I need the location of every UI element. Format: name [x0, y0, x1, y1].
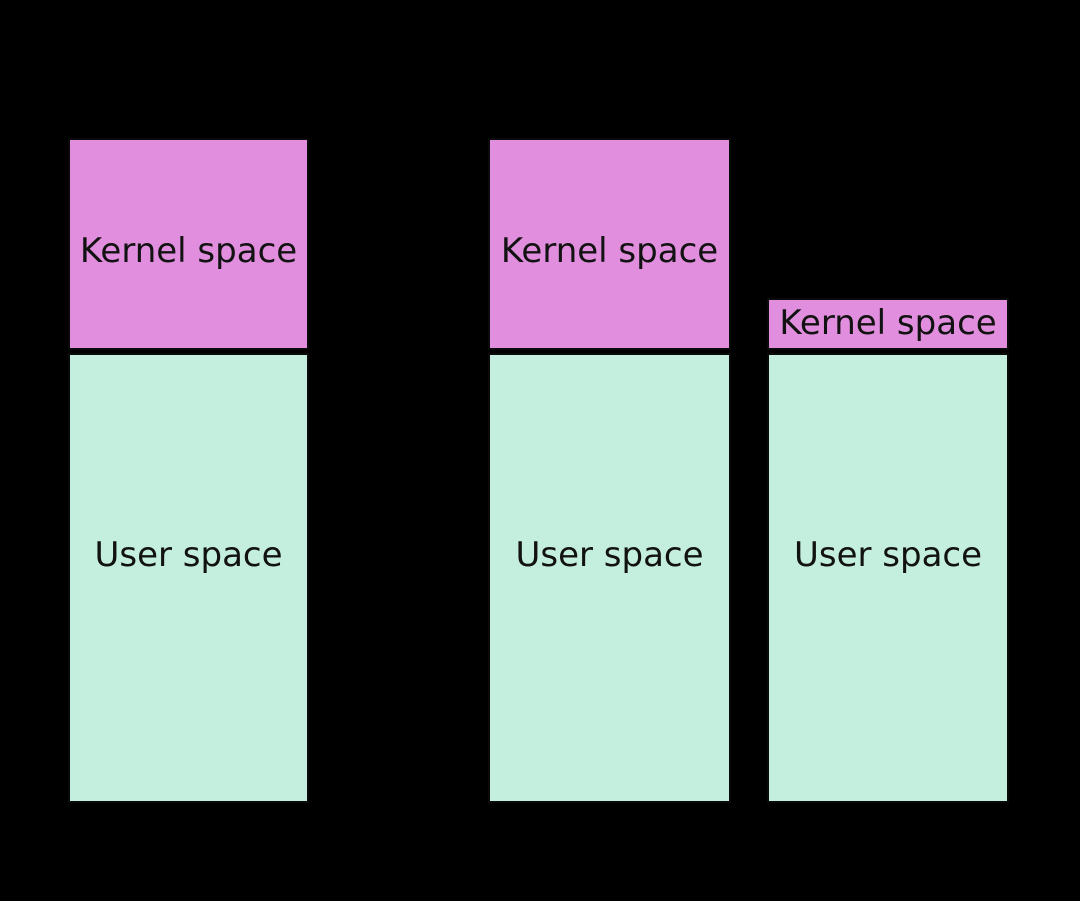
column-1-user-space-label: User space [94, 535, 283, 576]
column-1-user-space-box: User space [68, 353, 309, 803]
column-2-kernel-space-label: Kernel space [500, 231, 719, 272]
column-3-kernel-space-label: Kernel space [779, 303, 997, 344]
column-1-kernel-space-box: Kernel space [68, 138, 309, 350]
column-2-user-space-box: User space [488, 353, 731, 803]
column-3-user-space-label: User space [793, 535, 983, 576]
column-2-kernel-space-box: Kernel space [488, 138, 731, 350]
column-1-kernel-space-label: Kernel space [79, 231, 298, 272]
column-2-user-space-label: User space [515, 535, 704, 576]
column-3-user-space-box: User space [767, 353, 1009, 803]
column-3-kernel-space-box: Kernel space [767, 298, 1009, 350]
